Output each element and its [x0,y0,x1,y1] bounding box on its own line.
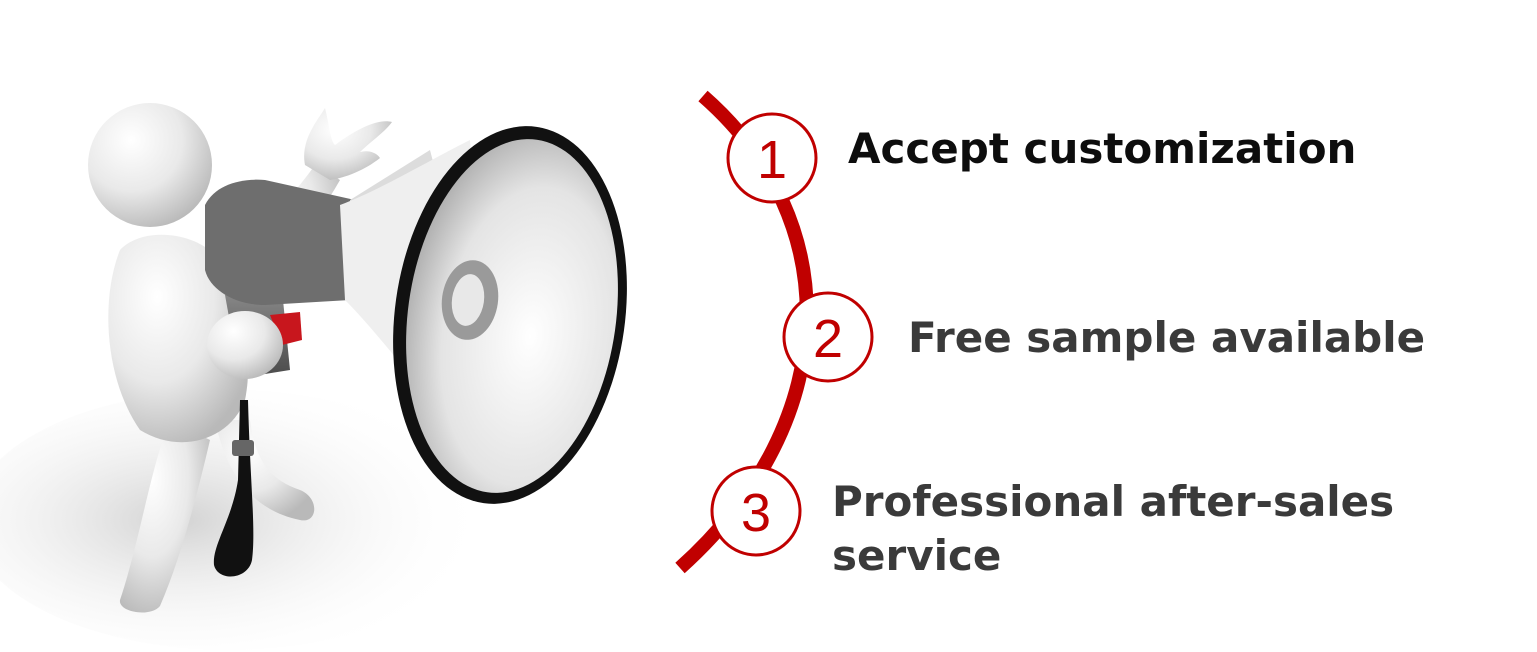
step-number-2: 2 [813,309,843,369]
step-number-1: 1 [757,130,787,190]
feature-label-3: Professional after-sales service [832,477,1395,580]
step-number-3: 3 [741,483,771,543]
feature-label-2: Free sample available [908,313,1426,362]
feature-label-1: Accept customization [848,124,1357,173]
step-marker-2: 2 [782,291,874,383]
step-marker-3: 3 [710,465,802,557]
step-marker-1: 1 [726,112,818,204]
megaphone-person-icon [0,103,627,650]
